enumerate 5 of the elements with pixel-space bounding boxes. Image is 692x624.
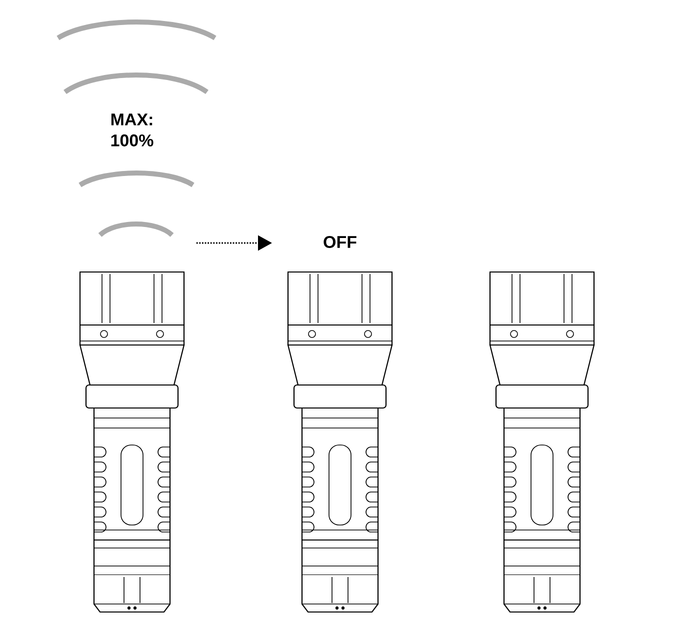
state-label: OFF xyxy=(324,236,356,248)
flashlight-drawing xyxy=(489,271,595,613)
level-label: MAX: 100% xyxy=(111,114,154,146)
flashlight-drawing xyxy=(79,271,185,613)
flashlight-drawing xyxy=(287,271,393,613)
